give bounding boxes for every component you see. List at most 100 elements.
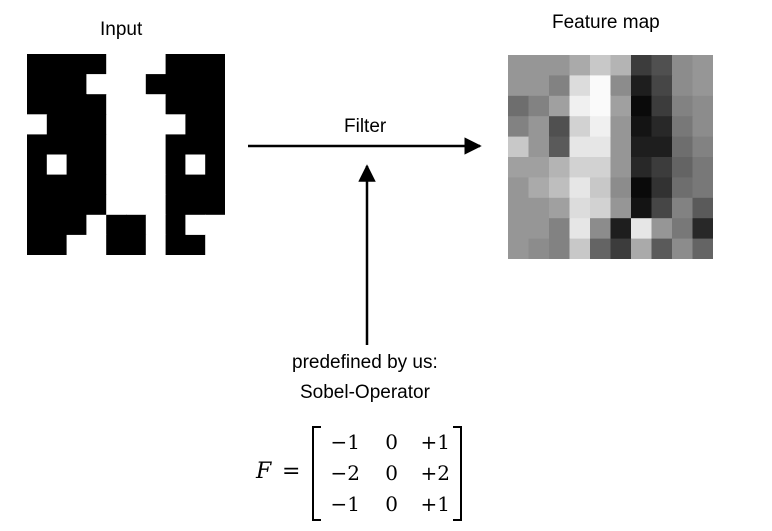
feature-pixel — [508, 55, 530, 76]
input-pixel — [106, 74, 127, 95]
feature-pixel — [590, 197, 612, 219]
feature-pixel — [692, 95, 713, 117]
input-pixel — [86, 114, 107, 135]
input-pixel — [165, 114, 186, 135]
formula-lhs: F — [256, 459, 272, 484]
input-pixel — [145, 114, 167, 135]
matrix-table: −1 0 +1 −2 0 +2 −1 0 +1 — [322, 426, 450, 519]
matrix-row: −1 0 +1 — [322, 426, 450, 457]
sobel-operator-label: Sobel-Operator — [300, 382, 430, 403]
feature-pixel — [569, 136, 591, 158]
input-pixel — [106, 54, 127, 75]
input-pixel — [165, 234, 186, 255]
feature-pixel — [651, 116, 673, 138]
input-pixel — [165, 94, 186, 115]
matrix-cell: 0 — [385, 460, 398, 485]
input-pixel — [27, 54, 48, 75]
input-pixel — [205, 54, 225, 75]
feature-pixel — [549, 238, 571, 259]
feature-pixel — [590, 238, 612, 259]
input-pixel — [126, 54, 147, 75]
input-pixel — [165, 54, 186, 75]
feature-pixel — [610, 157, 632, 178]
input-pixel — [46, 214, 68, 236]
input-pixel — [46, 74, 68, 95]
feature-pixel — [549, 55, 571, 76]
feature-pixel — [528, 55, 550, 76]
matrix-row: −2 0 +2 — [322, 457, 450, 488]
sobel-matrix: −1 0 +1 −2 0 +2 −1 0 +1 — [312, 426, 462, 521]
feature-pixel — [672, 177, 694, 199]
input-pixel — [66, 174, 87, 196]
feature-pixel — [549, 95, 571, 117]
feature-pixel — [672, 55, 694, 76]
matrix-cell: +2 — [420, 460, 450, 485]
input-pixel — [126, 94, 147, 115]
input-pixel — [27, 234, 48, 255]
input-pixel — [46, 234, 68, 255]
input-pixel — [145, 194, 167, 216]
input-pixel — [205, 114, 225, 135]
input-pixel — [66, 154, 87, 176]
input-pixel — [86, 134, 107, 156]
feature-pixel — [672, 95, 694, 117]
input-pixel — [185, 234, 206, 255]
formula-equals: = — [282, 459, 301, 484]
input-pixel — [185, 134, 206, 156]
input-pixel — [126, 234, 147, 255]
feature-pixel — [631, 55, 653, 76]
feature-pixel — [508, 95, 530, 117]
matrix-cell: −2 — [330, 460, 360, 485]
input-pixel — [27, 214, 48, 236]
input-pixel — [86, 154, 107, 176]
input-pixel — [106, 234, 127, 255]
feature-pixel — [651, 75, 673, 97]
feature-pixel — [672, 75, 694, 97]
input-pixel — [205, 94, 225, 115]
input-pixel — [46, 94, 68, 115]
feature-pixel — [590, 95, 612, 117]
feature-pixel — [528, 157, 550, 178]
input-pixel — [165, 174, 186, 196]
feature-pixel — [508, 116, 530, 138]
matrix-cell: +1 — [420, 429, 450, 454]
feature-map-image — [508, 55, 713, 259]
feature-pixel — [590, 136, 612, 158]
input-pixel — [86, 214, 107, 236]
feature-pixel — [672, 197, 694, 219]
feature-pixel — [610, 95, 632, 117]
input-pixel — [66, 94, 87, 115]
input-pixel — [126, 114, 147, 135]
feature-pixel — [549, 116, 571, 138]
feature-pixel — [549, 177, 571, 199]
feature-pixel — [692, 116, 713, 138]
feature-pixel — [528, 116, 550, 138]
input-pixel — [205, 234, 225, 255]
input-pixel — [205, 74, 225, 95]
input-pixel — [46, 174, 68, 196]
input-pixel — [86, 234, 107, 255]
feature-pixel — [549, 75, 571, 97]
input-pixel — [46, 154, 68, 176]
feature-pixel — [528, 136, 550, 158]
feature-pixel — [610, 55, 632, 76]
input-pixel — [66, 54, 87, 75]
input-pixel — [66, 134, 87, 156]
matrix-bracket-left — [312, 426, 321, 521]
feature-pixel — [692, 157, 713, 178]
input-pixel — [205, 134, 225, 156]
input-pixel — [165, 134, 186, 156]
input-pixel — [145, 174, 167, 196]
feature-pixel — [672, 218, 694, 240]
feature-pixel — [569, 75, 591, 97]
matrix-cell: −1 — [330, 491, 360, 516]
feature-pixel — [549, 197, 571, 219]
feature-pixel — [528, 95, 550, 117]
input-pixel — [145, 54, 167, 75]
matrix-cell: +1 — [420, 491, 450, 516]
feature-pixel — [508, 75, 530, 97]
feature-pixel — [631, 157, 653, 178]
filter-label: Filter — [344, 116, 387, 137]
feature-pixel — [672, 116, 694, 138]
matrix-cell: 0 — [385, 429, 398, 454]
